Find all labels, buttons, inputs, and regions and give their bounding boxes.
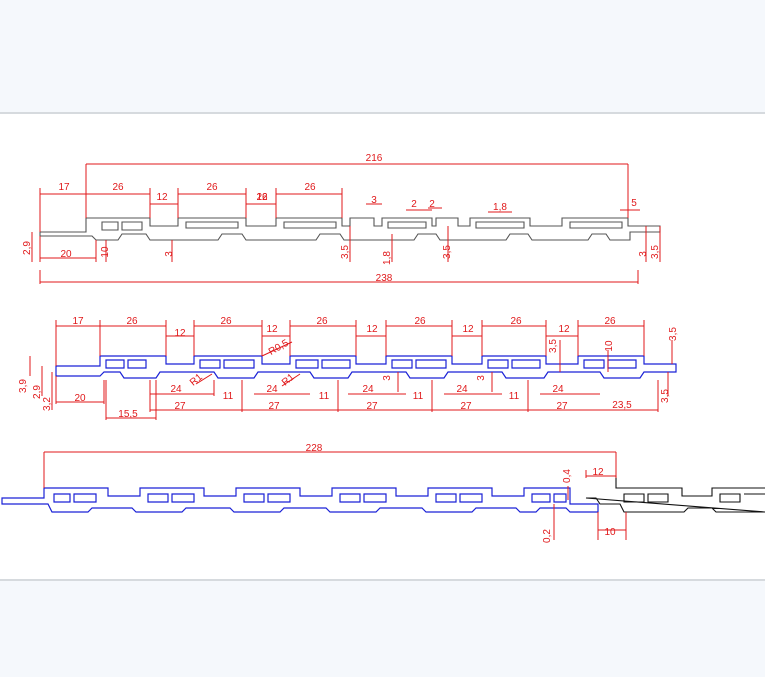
dimension-label: 26: [604, 316, 616, 327]
dimension-label: 3,9: [18, 379, 29, 393]
dimension-label: 3,5: [548, 339, 559, 353]
dimension-label: 27: [174, 401, 186, 412]
dimension-label: 12: [462, 324, 474, 335]
dimension-label: 24: [266, 384, 278, 395]
profile-drawing-1: [39, 217, 661, 241]
dimension-label: 26: [316, 316, 328, 327]
dimension-label: 26: [256, 192, 268, 203]
dimension-label: 24: [456, 384, 468, 395]
dimension-label: 3,5: [668, 327, 679, 341]
dimension-label: 0,2: [542, 529, 553, 543]
adjacent-profile-cavities: [623, 493, 765, 503]
profile-outline-3: [1, 487, 599, 513]
dimension-label: 11: [319, 391, 330, 402]
dimension-label: 23,5: [612, 400, 632, 411]
profile-outline-2: [55, 355, 677, 379]
dimension-label: 2,9: [32, 385, 43, 399]
dimension-label: 2: [429, 199, 435, 210]
dimension-label: 17: [58, 182, 70, 193]
dimension-label: 2,9: [22, 241, 33, 255]
dimension-label: 10: [100, 246, 111, 258]
dimension-label: 12: [174, 328, 186, 339]
dimension-label: 228: [306, 443, 323, 454]
profile-cavities-2: [105, 359, 637, 369]
profile-drawing-2: [55, 355, 677, 379]
dimension-label: 5: [631, 198, 637, 209]
drawing-sheet: [0, 112, 765, 581]
dimension-label: R1: [188, 371, 205, 388]
dimension-label: 12: [156, 192, 168, 203]
dimension-label: 20: [74, 393, 86, 404]
dimension-labels-3: 228 0,4 12 0,2 10: [306, 443, 616, 543]
dimension-label: 26: [414, 316, 426, 327]
dimension-label: 3,5: [650, 245, 661, 259]
dimension-label: 24: [362, 384, 374, 395]
dimension-lines: [29, 163, 673, 540]
dimension-label: R0,5: [267, 338, 291, 358]
dimension-label: 26: [206, 182, 218, 193]
dimension-label: 27: [268, 401, 280, 412]
dimension-label: 27: [556, 401, 568, 412]
dimension-label: 20: [60, 249, 72, 260]
dimension-label: 27: [460, 401, 472, 412]
dimension-label: 26: [112, 182, 124, 193]
dimension-label: 12: [266, 324, 278, 335]
dimension-label: 1,8: [493, 202, 507, 213]
dimension-label: 3: [371, 195, 377, 206]
dimension-label: 11: [509, 391, 520, 402]
dimension-label: 12: [558, 324, 570, 335]
profile-cavities-1: [101, 221, 623, 231]
dimension-label: 17: [72, 316, 84, 327]
dimension-label: 27: [366, 401, 378, 412]
dimension-label: 3,5: [660, 389, 671, 403]
dimension-label: 11: [413, 391, 424, 402]
dimension-label: 3,5: [442, 245, 453, 259]
dimension-label: 216: [366, 153, 383, 164]
dimension-label: 2: [411, 199, 417, 210]
dimension-label: 24: [552, 384, 564, 395]
dimension-label: 26: [510, 316, 522, 327]
dimension-label: 15,5: [118, 409, 138, 420]
dimension-label: 1,8: [382, 251, 393, 265]
profile-drawing-3: [1, 475, 765, 513]
dimension-label: 238: [376, 273, 393, 284]
dimension-label: 0,4: [562, 469, 573, 483]
dimension-label: 3: [382, 375, 393, 381]
dimension-label: 10: [604, 340, 615, 352]
profile-cavities-3: [53, 493, 567, 503]
dimension-label: 26: [126, 316, 138, 327]
dimension-label: 12: [592, 467, 604, 478]
dimension-label: 3,5: [340, 245, 351, 259]
dimension-label: 3,2: [42, 397, 53, 411]
dimension-label: 26: [304, 182, 316, 193]
dimension-label: 24: [170, 384, 182, 395]
dimension-label: 11: [223, 391, 234, 402]
dimension-label: 3: [638, 251, 649, 257]
profile-outline-1: [39, 217, 661, 241]
dimension-label: 3: [476, 375, 487, 381]
dimension-label: 10: [604, 527, 616, 538]
dimension-label: 26: [220, 316, 232, 327]
dimension-label: 3: [164, 251, 175, 257]
dimension-label: 12: [366, 324, 378, 335]
dimension-label: 12: [256, 192, 268, 203]
